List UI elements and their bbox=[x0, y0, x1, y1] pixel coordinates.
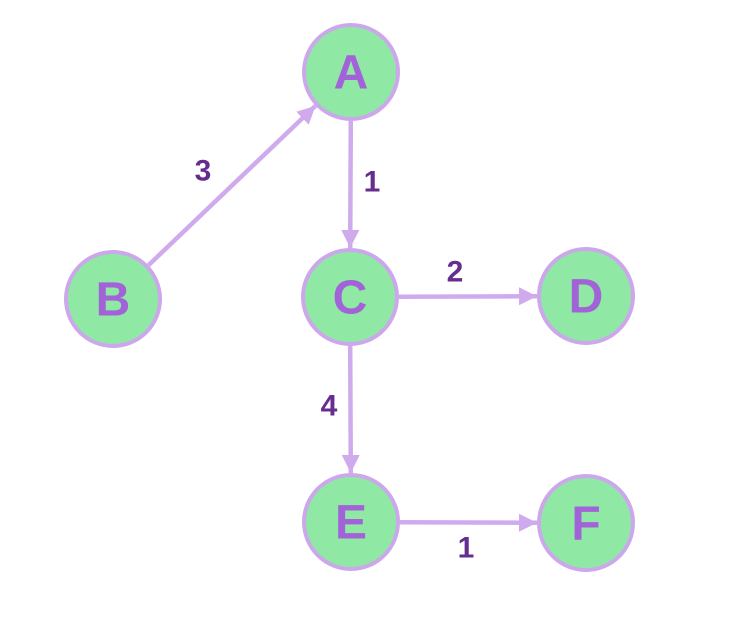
node-D: D bbox=[537, 247, 635, 345]
node-F: F bbox=[537, 474, 635, 572]
node-label-C: C bbox=[333, 272, 368, 325]
node-circle-E bbox=[302, 473, 400, 571]
nodes-layer: A B C D E F bbox=[64, 23, 635, 572]
edge-A-C bbox=[341, 120, 360, 249]
edge-B-A bbox=[146, 104, 318, 267]
node-label-A: A bbox=[334, 47, 369, 100]
node-B: B bbox=[64, 250, 162, 348]
node-circle-C bbox=[301, 248, 399, 346]
node-label-F: F bbox=[571, 498, 600, 551]
node-label-B: B bbox=[96, 274, 131, 327]
node-circle-A bbox=[302, 23, 400, 121]
node-circle-B bbox=[64, 250, 162, 348]
node-E: E bbox=[302, 473, 400, 571]
edge-weight-label-A-C: 1 bbox=[364, 166, 381, 199]
node-label-D: D bbox=[569, 271, 604, 324]
edge-E-F bbox=[399, 513, 538, 532]
node-circle-F bbox=[537, 474, 635, 572]
edge-C-D bbox=[398, 287, 538, 306]
node-circle-D bbox=[537, 247, 635, 345]
edge-weight-label-B-A: 3 bbox=[195, 155, 212, 188]
node-label-E: E bbox=[335, 497, 367, 550]
node-C: C bbox=[301, 248, 399, 346]
edges-layer: 3 1 2 4 1 bbox=[146, 104, 538, 565]
edge-C-E bbox=[341, 345, 360, 474]
edge-weight-label-E-F: 1 bbox=[458, 532, 475, 565]
edge-weight-label-C-E: 4 bbox=[321, 390, 338, 423]
edge-weight-label-C-D: 2 bbox=[447, 256, 464, 289]
node-A: A bbox=[302, 23, 400, 121]
